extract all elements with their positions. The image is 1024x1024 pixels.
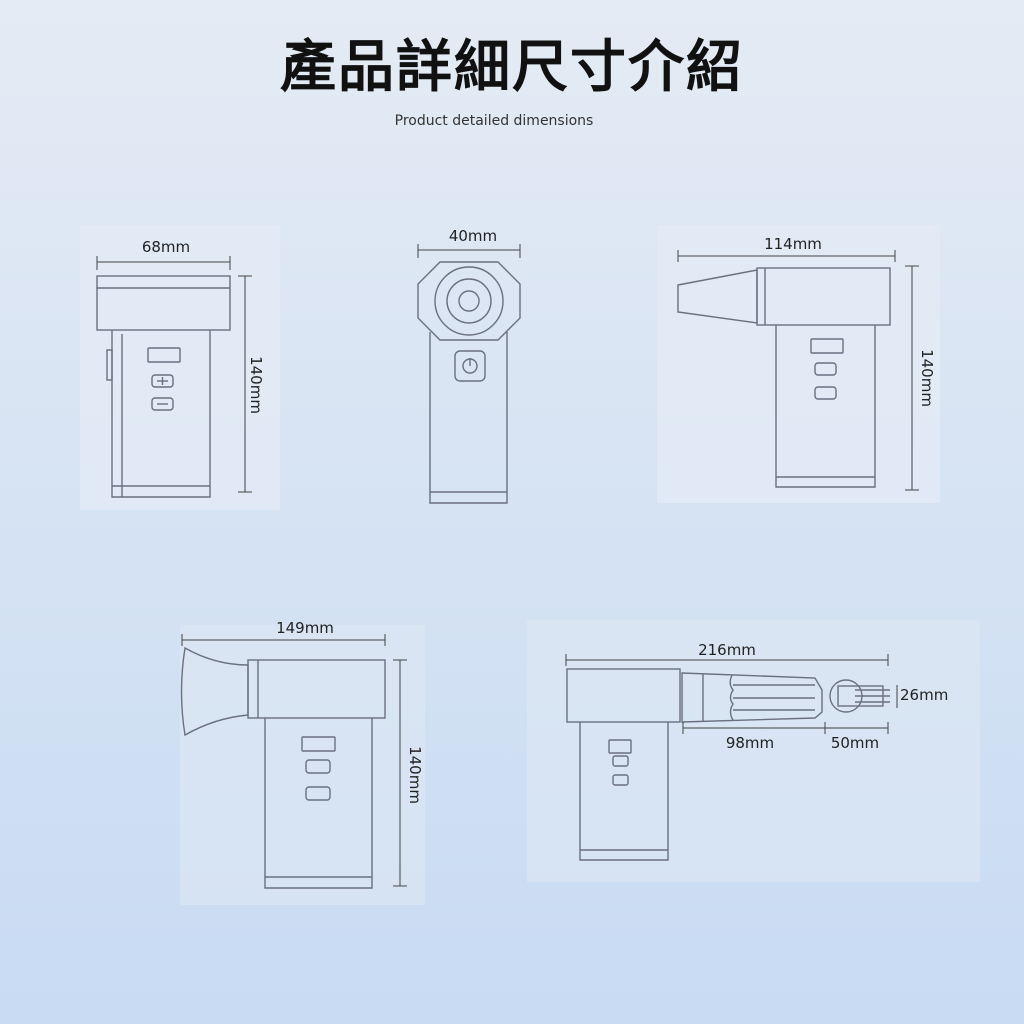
panel-side-brush xyxy=(527,620,980,882)
side-funnel-height-label: 140mm xyxy=(406,746,424,804)
side-brush-total-label: 216mm xyxy=(698,641,756,659)
front-width-dimension: 68mm xyxy=(96,238,231,270)
panel-front xyxy=(80,225,280,510)
side-brush-nozzle-label: 98mm xyxy=(726,734,774,752)
side-brush-segment-dimensions: 98mm 50mm xyxy=(682,722,889,752)
side-nozzle-width-label: 114mm xyxy=(764,235,822,253)
page-subtitle: Product detailed dimensions xyxy=(394,113,594,129)
side-nozzle-width-dimension: 114mm xyxy=(677,235,896,262)
side-brush-height-label: 26mm xyxy=(900,686,948,704)
side-nozzle-height-label: 140mm xyxy=(918,349,936,407)
panel-side-funnel xyxy=(180,625,425,905)
side-brush-total-dimension: 216mm xyxy=(565,641,889,666)
panel-side-nozzle xyxy=(657,225,940,503)
side-funnel-drawing xyxy=(180,646,386,889)
top-width-label: 40mm xyxy=(449,227,497,245)
side-funnel-height-dimension: 140mm xyxy=(393,659,424,887)
side-brush-brush-label: 50mm xyxy=(831,734,879,752)
side-nozzle-drawing xyxy=(677,267,891,488)
page-title: 產品詳細尺寸介紹 xyxy=(280,35,744,100)
top-view-drawing xyxy=(417,261,521,504)
front-width-label: 68mm xyxy=(142,238,190,256)
side-brush-height-dimension: 26mm xyxy=(896,685,948,708)
side-nozzle-height-dimension: 140mm xyxy=(905,265,936,491)
side-funnel-width-dimension: 149mm xyxy=(181,619,386,646)
front-view-drawing xyxy=(96,275,231,498)
side-brush-drawing xyxy=(566,668,890,861)
top-width-dimension: 40mm xyxy=(417,227,521,258)
side-funnel-width-label: 149mm xyxy=(276,619,334,637)
front-height-label: 140mm xyxy=(247,356,265,414)
front-height-dimension: 140mm xyxy=(238,275,265,493)
